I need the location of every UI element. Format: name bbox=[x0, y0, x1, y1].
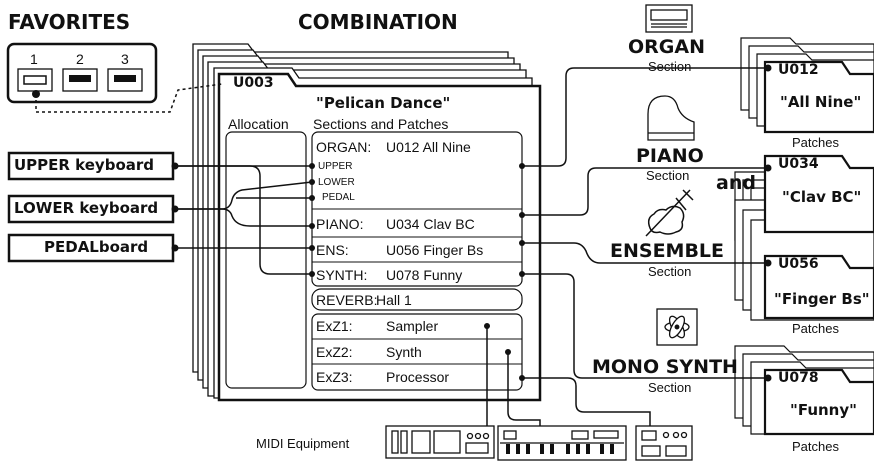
row-ens-key: ENS: bbox=[316, 243, 349, 257]
mono-synth-section-name: MONO SYNTH bbox=[592, 358, 738, 377]
ensemble-icon bbox=[646, 190, 693, 236]
patch-synth-id: U078 bbox=[778, 371, 819, 385]
and-label: and bbox=[716, 174, 756, 193]
ensemble-section-sub: Section bbox=[648, 265, 691, 278]
patch-organ-name: "All Nine" bbox=[780, 95, 861, 110]
midi-device-3 bbox=[636, 426, 692, 460]
row-ens-val: U056 Finger Bs bbox=[386, 243, 483, 257]
upper-keyboard-label: UPPER keyboard bbox=[14, 158, 154, 173]
pedalboard-label: PEDALboard bbox=[44, 240, 148, 255]
piano-icon bbox=[648, 96, 694, 140]
ensemble-section-name: ENSEMBLE bbox=[610, 242, 724, 261]
layer-pedal: PEDAL bbox=[322, 193, 355, 203]
mono-synth-section-sub: Section bbox=[648, 381, 691, 394]
favorites-title: FAVORITES bbox=[8, 12, 130, 32]
sections-patches-label: Sections and Patches bbox=[313, 117, 448, 131]
favorite-1-label: 1 bbox=[30, 52, 38, 66]
row-reverb-val: Hall 1 bbox=[376, 293, 412, 307]
lower-keyboard-label: LOWER keyboard bbox=[14, 201, 158, 216]
patch-piano-name: "Clav BC" bbox=[782, 190, 861, 205]
patch-ensemble-label: Patches bbox=[792, 322, 839, 335]
patch-organ-label: Patches bbox=[792, 136, 839, 149]
allocation-label: Allocation bbox=[228, 117, 289, 131]
combination-id: U003 bbox=[233, 76, 274, 90]
mono-synth-icon bbox=[657, 309, 697, 345]
favorite-2-label: 2 bbox=[76, 52, 84, 66]
patch-synth-label: Patches bbox=[792, 440, 839, 453]
combination-title: COMBINATION bbox=[298, 12, 458, 32]
row-reverb-key: REVERB: bbox=[316, 293, 377, 307]
midi-device-2 bbox=[498, 426, 626, 460]
favorite-3-label: 3 bbox=[121, 52, 129, 66]
patch-ensemble-id: U056 bbox=[778, 257, 819, 271]
row-exz1-key: ExZ1: bbox=[316, 319, 353, 333]
row-exz2-val: Synth bbox=[386, 345, 422, 359]
row-organ-val: U012 All Nine bbox=[386, 140, 471, 154]
row-exz3-val: Processor bbox=[386, 370, 449, 384]
organ-icon bbox=[646, 5, 692, 32]
patch-organ-id: U012 bbox=[778, 63, 819, 77]
midi-device-1 bbox=[386, 426, 494, 458]
row-piano-key: PIANO: bbox=[316, 217, 363, 231]
row-organ-key: ORGAN: bbox=[316, 140, 371, 154]
row-piano-val: U034 Clav BC bbox=[386, 217, 475, 231]
patch-ensemble-name: "Finger Bs" bbox=[774, 292, 870, 307]
layer-lower: LOWER bbox=[318, 178, 355, 188]
piano-section-sub: Section bbox=[646, 169, 689, 182]
piano-section-name: PIANO bbox=[636, 147, 704, 166]
layer-upper: UPPER bbox=[318, 162, 352, 172]
row-synth-key: SYNTH: bbox=[316, 268, 367, 282]
organ-section-sub: Section bbox=[648, 60, 691, 73]
row-exz2-key: ExZ2: bbox=[316, 345, 353, 359]
organ-section-name: ORGAN bbox=[628, 38, 705, 57]
patch-piano-id: U034 bbox=[778, 157, 819, 171]
row-exz3-key: ExZ3: bbox=[316, 370, 353, 384]
row-synth-val: U078 Funny bbox=[386, 268, 462, 282]
patch-synth-name: "Funny" bbox=[790, 403, 857, 418]
row-exz1-val: Sampler bbox=[386, 319, 438, 333]
midi-equipment-label: MIDI Equipment bbox=[256, 437, 349, 450]
combination-name: "Pelican Dance" bbox=[316, 96, 450, 111]
